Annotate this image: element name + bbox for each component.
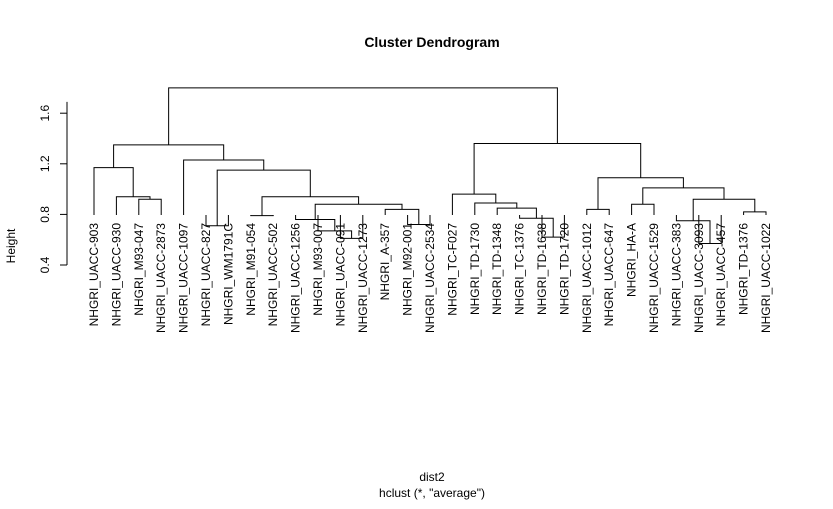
leaf-label: NHGRI_TD-1638 <box>535 223 549 315</box>
dendrogram-merge <box>138 198 162 215</box>
leaf-label: NHGRI_UACC-1012 <box>580 223 594 333</box>
leaf-label: NHGRI_UACC-502 <box>266 223 280 327</box>
dendrogram-merge <box>384 208 420 225</box>
y-tick-label: 1.2 <box>38 155 52 172</box>
leaf-label: NHGRI_M93-007 <box>311 223 325 316</box>
dendrogram-merge <box>473 143 642 195</box>
leaf-label: NHGRI_TD-1730 <box>468 223 482 315</box>
leaf-label: NHGRI_TD-1348 <box>490 223 504 315</box>
dendrogram-merge <box>451 193 497 215</box>
leaf-label: NHGRI_A-357 <box>378 223 392 301</box>
dendrogram-merge <box>586 208 610 215</box>
leaf-label: NHGRI_TC-1376 <box>513 223 527 315</box>
leaf-label: NHGRI_UACC-2534 <box>423 223 437 333</box>
leaf-label: NHGRI_UACC-383 <box>669 223 683 327</box>
chart-subtitle: hclust (*, "average") <box>379 486 485 500</box>
dendrogram-merge <box>216 169 311 226</box>
y-tick-label: 0.8 <box>38 206 52 223</box>
leaf-label: NHGRI_UACC-1529 <box>647 223 661 333</box>
leaf-label: NHGRI_UACC-1273 <box>356 223 370 333</box>
dendrogram-merge <box>642 187 725 205</box>
dendrogram-merge <box>93 167 134 215</box>
dendrogram-merge <box>692 198 756 221</box>
leaf-label: NHGRI_UACC-2873 <box>154 223 168 333</box>
y-tick-label: 1.6 <box>38 105 52 122</box>
y-tick-label: 0.4 <box>38 256 52 273</box>
leaf-label: NHGRI_M91-054 <box>244 223 258 316</box>
dendrogram-merge <box>168 87 558 145</box>
dendrogram-merge <box>743 211 767 215</box>
leaf-label: NHGRI_UACC-930 <box>109 223 123 327</box>
x-axis-label: dist2 <box>419 470 445 484</box>
dendrogram-merge <box>496 207 537 219</box>
leaf-label: NHGRI_TD-1376 <box>737 223 751 315</box>
leaf-label: NHGRI_TD-1720 <box>557 223 571 315</box>
leaf-label: NHGRI_M92-001 <box>401 223 415 316</box>
leaf-label: NHGRI_UACC-091 <box>333 223 347 327</box>
leaf-label: NHGRI_UACC-647 <box>602 223 616 327</box>
dendrogram-merge <box>183 159 265 215</box>
y-axis-label: Height <box>4 228 18 263</box>
dendrogram-merge <box>261 196 360 216</box>
leaf-label: NHGRI_WM1791C <box>221 223 235 325</box>
leaf-label: NHGRI_UACC-903 <box>87 223 101 327</box>
leaf-label: NHGRI_HA-A <box>625 223 639 297</box>
leaf-label: NHGRI_UACC-1022 <box>759 223 773 333</box>
y-axis: 0.4 0.8 1.2 1.6 <box>38 101 68 273</box>
leaf-label: NHGRI_UACC-1256 <box>289 223 303 333</box>
leaf-label: NHGRI_UACC-457 <box>714 223 728 327</box>
dendrogram-merge <box>631 203 655 215</box>
leaf-labels: NHGRI_UACC-903 NHGRI_UACC-930 NHGRI_M93-04… <box>87 223 773 333</box>
leaf-label: NHGRI_UACC-827 <box>199 223 213 327</box>
leaf-label: NHGRI_M93-047 <box>132 223 146 316</box>
leaf-label: NHGRI_UACC-3093 <box>692 223 706 333</box>
leaf-label: NHGRI_UACC-1097 <box>177 223 191 333</box>
dendrogram-merge <box>314 203 403 220</box>
leaf-label: NHGRI_TC-F027 <box>445 223 459 316</box>
dendrogram-tree <box>93 87 767 244</box>
dendrogram-merge <box>474 202 518 215</box>
chart-title: Cluster Dendrogram <box>364 34 499 50</box>
dendrogram-merge <box>113 144 225 168</box>
